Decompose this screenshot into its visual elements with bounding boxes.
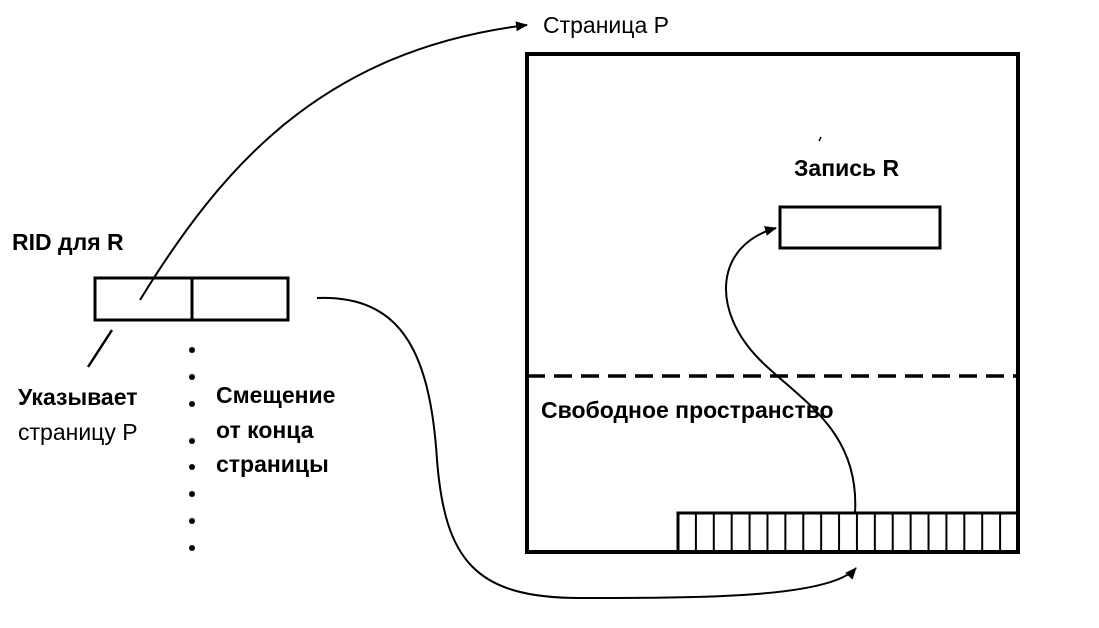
page-pointer-arrow	[139, 21, 528, 301]
slot-array-frame	[676, 511, 1020, 554]
rid-page-field	[93, 276, 194, 322]
offset-note-line3: страницы	[216, 451, 329, 477]
page-title: Страница P	[543, 12, 669, 38]
rid-box	[93, 276, 290, 322]
pointer-note-line1: Указывает	[18, 384, 137, 410]
slot-offset-array	[676, 511, 1020, 554]
speck-mark	[818, 136, 822, 142]
pointer-note-line2: страницу P	[18, 419, 138, 445]
pointer-leader-line	[86, 329, 114, 368]
record-box	[778, 205, 942, 250]
offset-note-line1: Смещение	[216, 382, 335, 408]
offset-pointer-arrow	[316, 296, 857, 600]
rid-offset-field	[190, 276, 290, 322]
rid-title: RID для R	[12, 229, 124, 255]
offset-note-line2: от конца	[216, 417, 314, 443]
offset-dotted-leader	[189, 347, 195, 551]
page-box	[525, 52, 1020, 554]
record-title: Запись R	[794, 155, 900, 181]
slot-to-record-arrow	[725, 226, 857, 514]
free-space-label: Свободное пространство	[541, 397, 834, 423]
